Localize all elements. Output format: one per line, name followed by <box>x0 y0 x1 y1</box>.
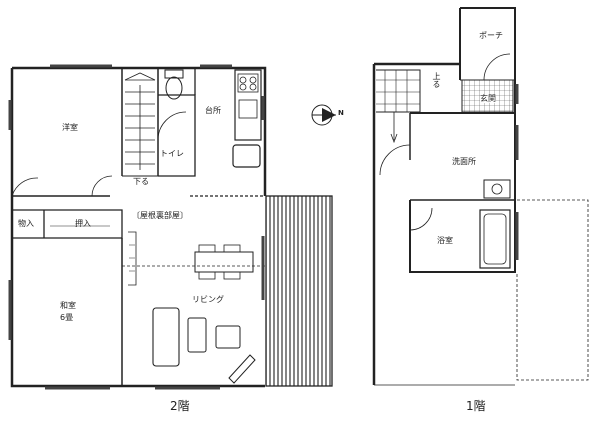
living-label: リビング <box>192 295 224 304</box>
deck <box>265 195 333 387</box>
porch-label: ポーチ <box>479 31 503 40</box>
washroom-label: 洗面所 <box>452 157 476 166</box>
kitchen-label: 台所 <box>205 106 221 115</box>
closet-oshiire-label: 押入 <box>75 219 91 228</box>
closet-small-label: 物入 <box>18 219 34 228</box>
floor1-plan <box>372 7 589 386</box>
compass-north-label: N <box>338 109 344 117</box>
entrance-label: 玄関 <box>480 94 496 103</box>
toilet-label: トイレ <box>160 149 184 158</box>
japanese-room-label: 和室 <box>60 301 76 310</box>
attic-label: 〔屋根裏部屋〕 <box>132 211 188 220</box>
floor2-caption: 2階 <box>170 399 190 413</box>
bath-label: 浴室 <box>437 236 453 245</box>
stairs-up-label: 上る <box>432 72 441 88</box>
japanese-room-size: 6畳 <box>60 313 74 322</box>
floor2-plan <box>8 64 267 390</box>
floor1-caption: 1階 <box>466 399 486 413</box>
western-room-label: 洋室 <box>62 123 78 132</box>
compass-icon <box>311 104 336 126</box>
stairs-down-label: 下る <box>133 177 149 186</box>
